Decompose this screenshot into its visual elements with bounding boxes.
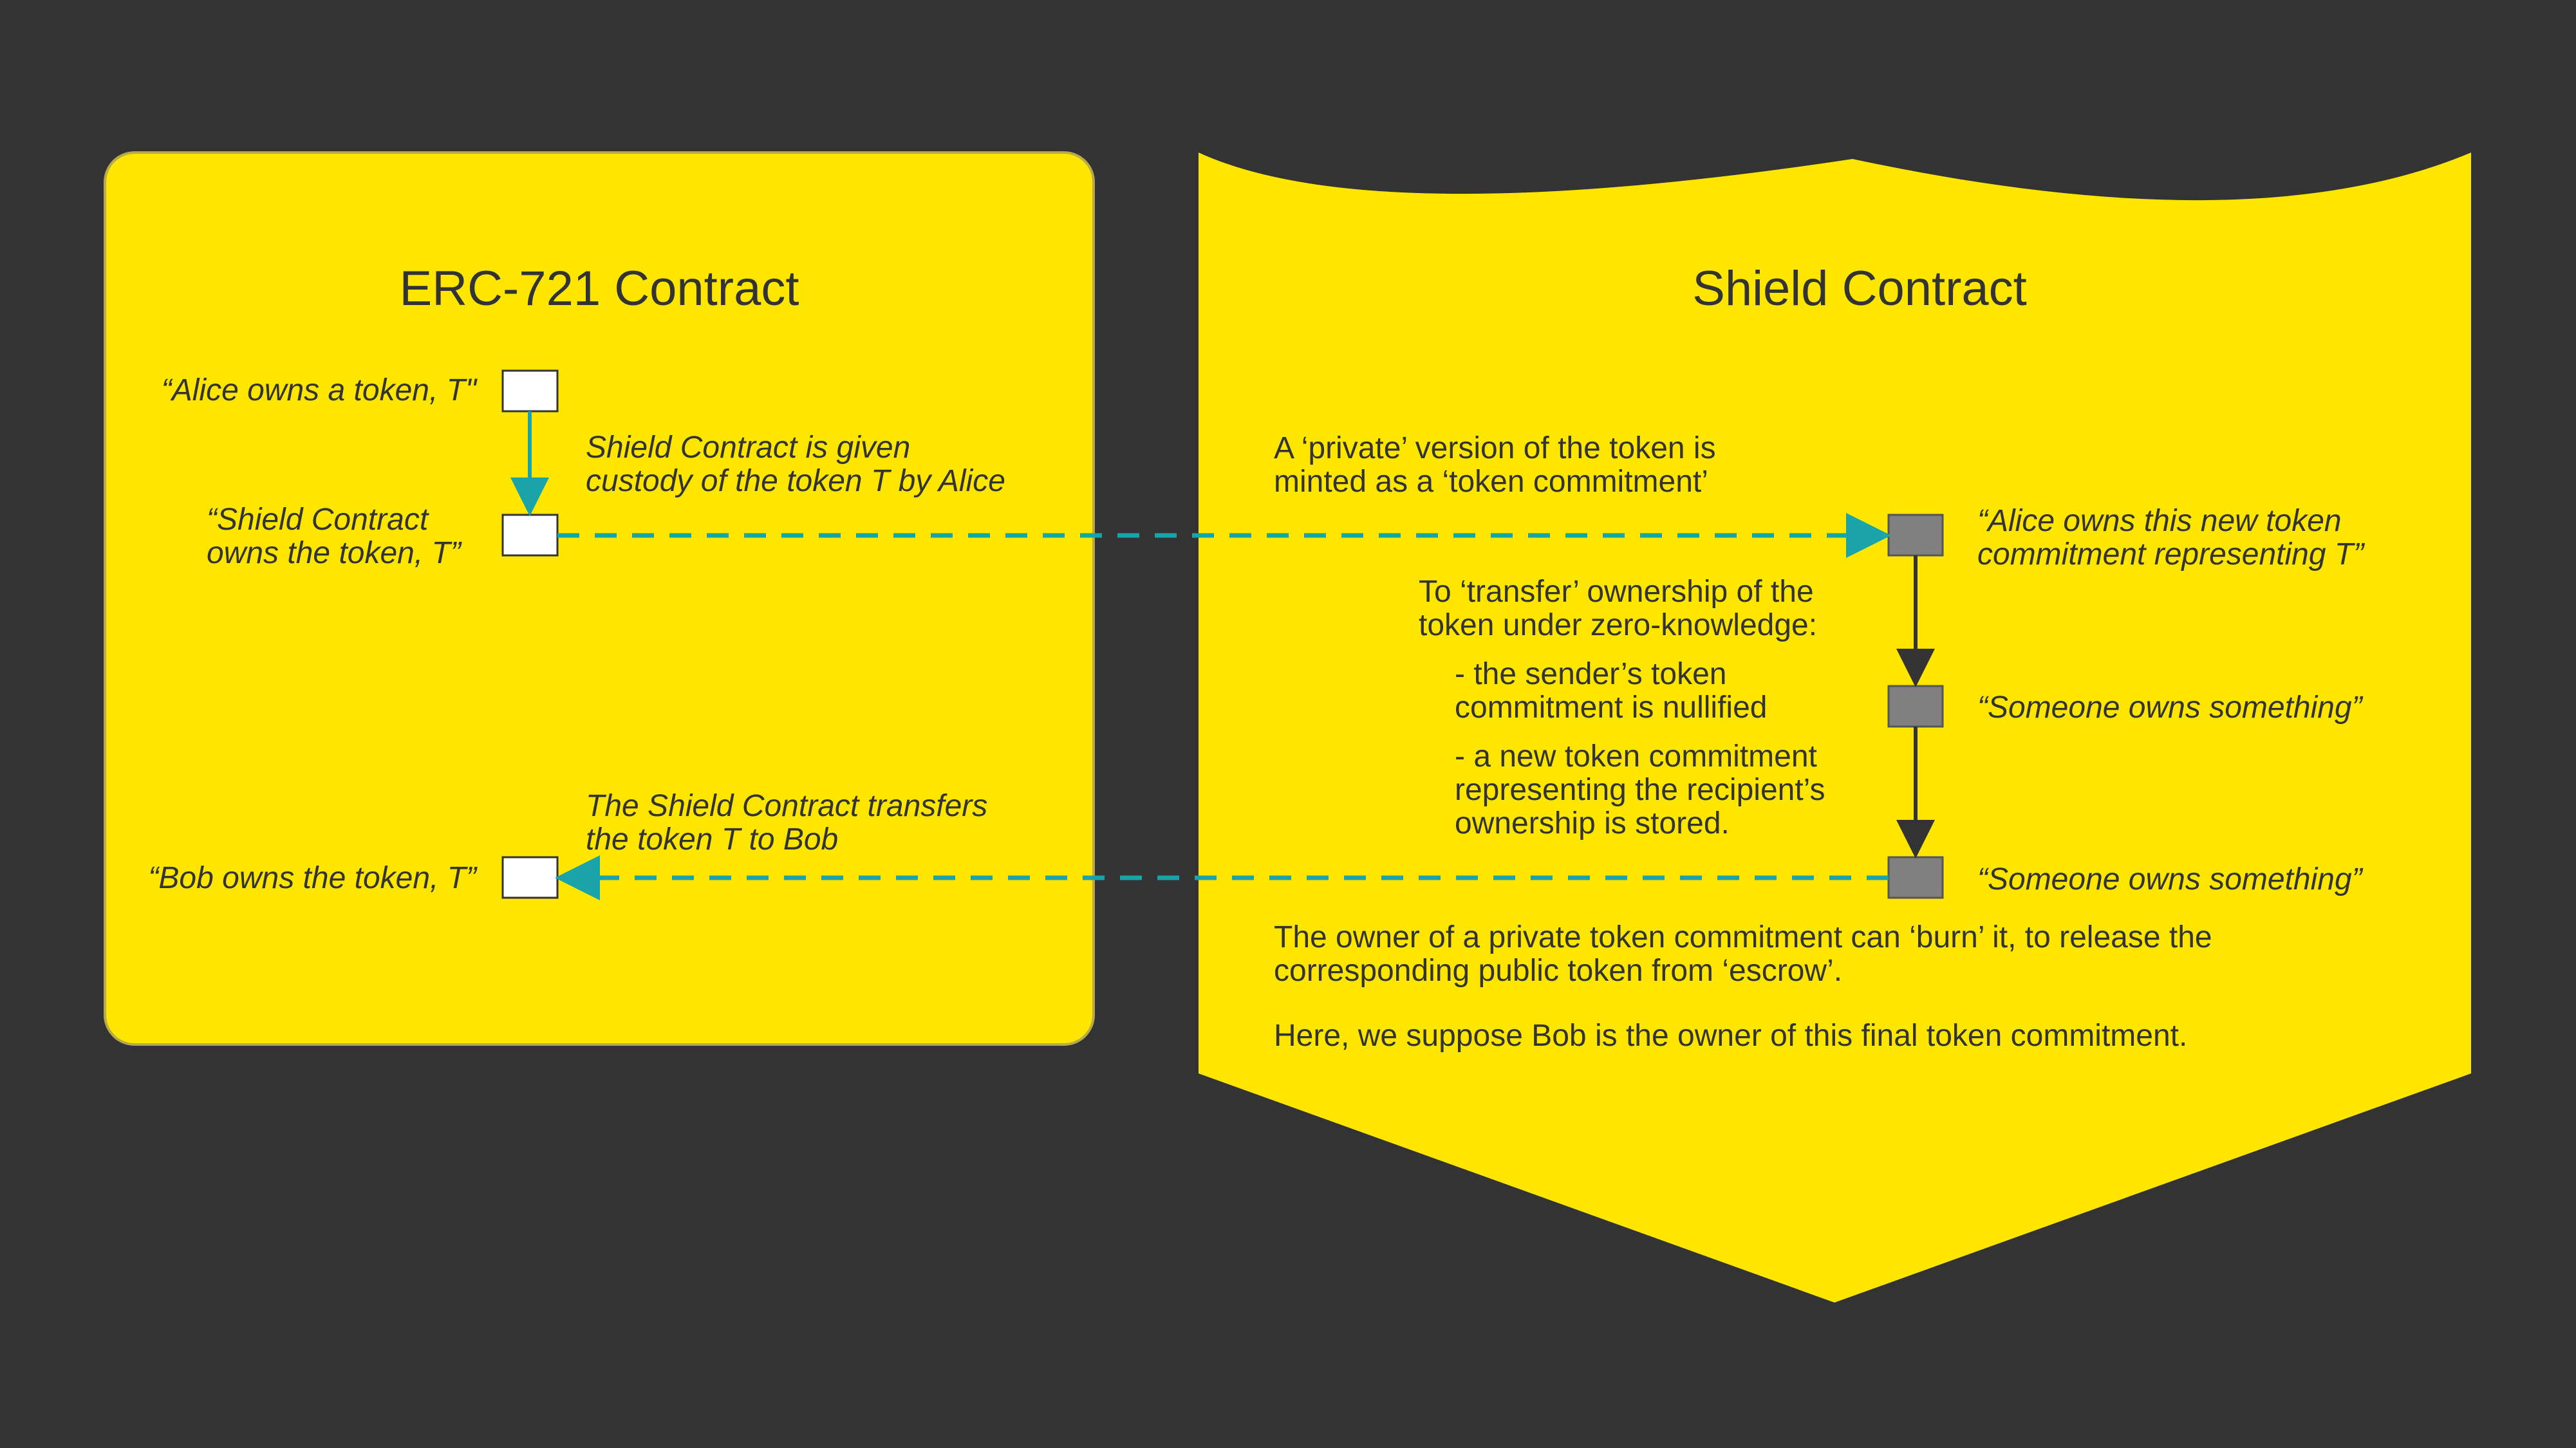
shield-title: Shield Contract — [1692, 261, 2027, 316]
erc721-panel — [104, 151, 1095, 1046]
bob-final-note: Here, we suppose Bob is the owner of thi… — [1274, 1019, 2188, 1053]
bob-owns-label: “Bob owns the token, T” — [148, 861, 476, 895]
someone-commitment-box-2 — [1887, 856, 1944, 899]
burn-note: The owner of a private token commitment … — [1274, 920, 2212, 988]
someone-commitment-box-1 — [1887, 685, 1944, 728]
alice-commitment-label: “Alice owns this new token commitment re… — [1977, 504, 2364, 571]
shield-token-box — [501, 514, 559, 557]
erc721-title: ERC-721 Contract — [399, 261, 799, 316]
shield-owns-label: “Shield Contract owns the token, T” — [207, 503, 461, 570]
someone-owns-label-2: “Someone owns something” — [1977, 862, 2362, 896]
someone-owns-label-1: “Someone owns something” — [1977, 691, 2362, 725]
transfer-intro: To ‘transfer’ ownership of the token und… — [1419, 575, 1818, 642]
bob-token-box — [501, 856, 559, 899]
transfer-note: The Shield Contract transfers the token … — [586, 789, 988, 857]
alice-token-box — [501, 369, 559, 413]
shield-panel — [1199, 153, 2471, 1303]
step-new-commitment: - a new token commitment representing th… — [1455, 739, 1825, 840]
alice-owns-label: “Alice owns a token, T" — [161, 373, 476, 407]
alice-commitment-box — [1887, 514, 1944, 557]
custody-note: Shield Contract is given custody of the … — [586, 431, 1005, 498]
step-nullified: - the sender’s token commitment is nulli… — [1455, 657, 1768, 725]
private-version-note: A ‘private’ version of the token is mint… — [1274, 431, 1716, 499]
